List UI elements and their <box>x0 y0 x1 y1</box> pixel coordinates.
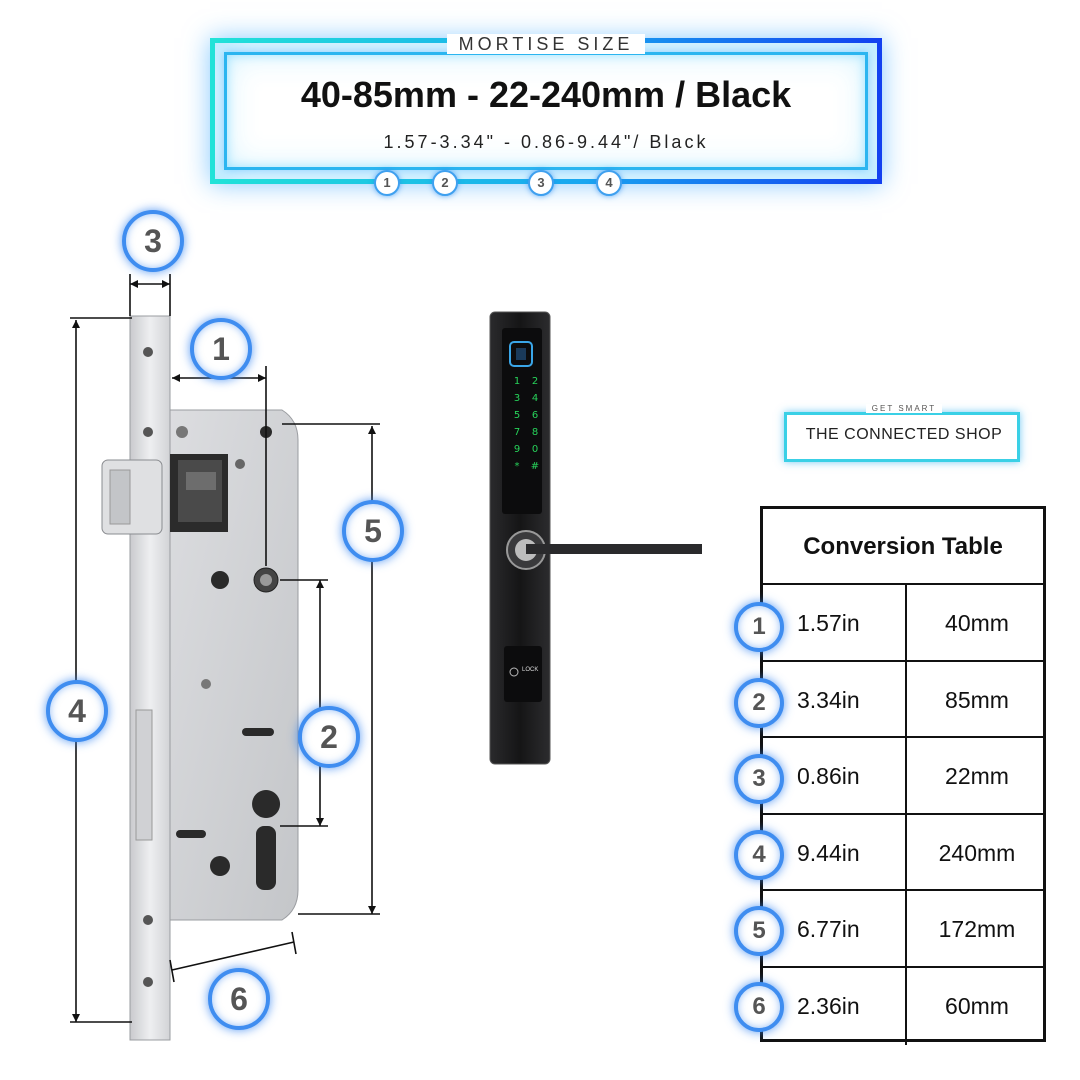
mortise-lock-diagram <box>70 274 380 1041</box>
smart-lock-image: 1 2 3 4 5 6 7 8 9 0 * # LOCK <box>480 300 720 780</box>
header-subtitle: 1.57-3.34" - 0.86-9.44"/ Black <box>383 132 709 152</box>
table-row: 3.34in 85mm <box>763 661 1043 739</box>
table-row-badge: 3 <box>734 754 784 804</box>
table-row: 1.57in 40mm <box>763 585 1043 662</box>
table-cell-inches: 1.57in <box>797 610 860 636</box>
table-cell-mm: 240mm <box>905 814 1047 890</box>
keypad-key: 5 <box>513 410 521 421</box>
keypad-key: # <box>530 461 540 472</box>
keypad-key: * <box>514 461 520 472</box>
table-row: 2.36in 60mm <box>763 968 1043 1045</box>
logo-name: THE CONNECTED SHOP <box>805 426 1003 443</box>
diagram-badge-6: 6 <box>208 968 270 1030</box>
smart-lock-body <box>489 311 702 765</box>
header-label: MORTISE SIZE <box>446 34 646 54</box>
logo-frame <box>784 412 1020 462</box>
table-cell-inches: 9.44in <box>797 839 860 866</box>
keypad-key: 1 <box>513 376 521 387</box>
keypad-key: 2 <box>531 376 539 387</box>
table-row-badge: 1 <box>734 602 784 652</box>
keypad-key: 3 <box>513 393 521 404</box>
header-marker-4: 4 <box>596 170 622 196</box>
table-cell-mm: 85mm <box>905 661 1047 737</box>
lock-button-label: LOCK <box>522 667 539 673</box>
table-cell-mm: 60mm <box>905 968 1047 1045</box>
header-marker-1: 1 <box>374 170 400 196</box>
header-banner: MORTISE SIZE 40-85mm - 22-240mm / Black … <box>210 34 882 196</box>
logo-tagline: GET SMART <box>865 404 943 413</box>
table-cell-inches: 6.77in <box>797 916 860 943</box>
diagram-badge-1: 1 <box>190 318 252 380</box>
table-row-badge: 2 <box>734 678 784 728</box>
keypad-key: 7 <box>513 427 521 438</box>
keypad-key: 8 <box>531 427 539 438</box>
header-title: 40-85mm - 22-240mm / Black <box>300 74 792 115</box>
header-marker-3: 3 <box>528 170 554 196</box>
table-cell-mm: 22mm <box>905 738 1047 813</box>
diagram-badge-4: 4 <box>46 680 108 742</box>
table-row-badge: 4 <box>734 830 784 880</box>
diagram-badge-3: 3 <box>122 210 184 272</box>
dimension-line-6 <box>171 941 295 971</box>
lock-button-panel <box>504 646 542 702</box>
table-cell-mm: 172mm <box>905 891 1047 966</box>
header-markers: 1 2 3 4 <box>210 170 882 196</box>
table-row-badge: 6 <box>734 982 784 1032</box>
keypad-key: 9 <box>513 444 521 455</box>
brand-logo: GET SMART THE CONNECTED SHOP <box>784 404 1024 466</box>
table-row-badge: 5 <box>734 906 784 956</box>
diagram-badge-2: 2 <box>298 706 360 768</box>
table-cell-inches: 3.34in <box>797 686 860 713</box>
keypad-key: 0 <box>531 444 539 455</box>
header-glow-frame <box>210 38 882 184</box>
conversion-table: Conversion Table 1.57in 40mm 3.34in 85mm… <box>760 506 1046 1045</box>
keypad: 1 2 3 4 5 6 7 8 9 0 * # <box>508 376 544 472</box>
header-marker-2: 2 <box>432 170 458 196</box>
table-cell-inches: 2.36in <box>797 993 860 1019</box>
keypad-key: 6 <box>531 410 539 421</box>
table-cell-inches: 0.86in <box>797 763 860 790</box>
table-cell-mm: 40mm <box>905 585 1047 660</box>
faceplate <box>129 315 171 1041</box>
diagram-badge-5: 5 <box>342 500 404 562</box>
lever-handle <box>526 544 702 554</box>
keypad-key: 4 <box>531 393 539 404</box>
table-row: 0.86in 22mm <box>763 738 1043 815</box>
table-row: 9.44in 240mm <box>763 814 1043 892</box>
conversion-table-title: Conversion Table <box>763 509 1043 585</box>
table-row: 6.77in 172mm <box>763 891 1043 968</box>
